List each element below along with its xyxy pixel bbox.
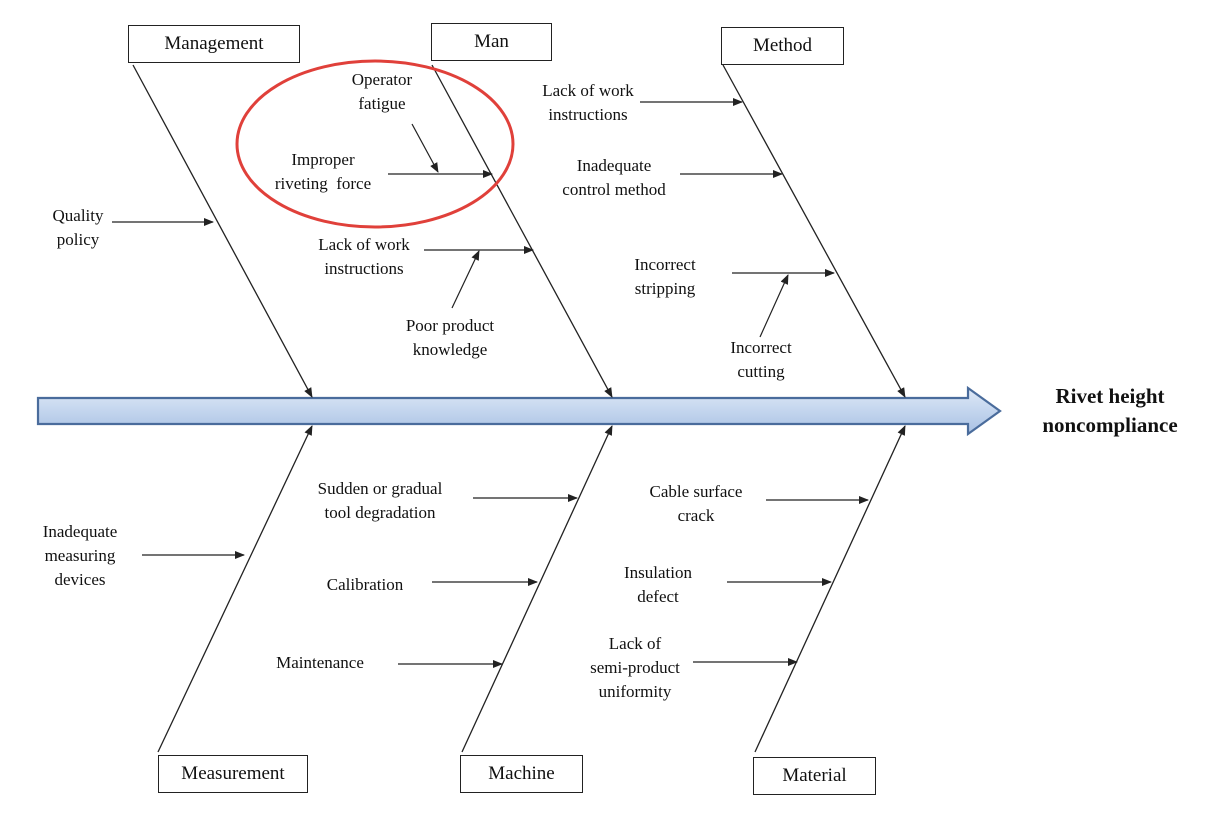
cause-line: uniformity [598, 682, 672, 701]
cause-maintenance: Maintenance [250, 651, 390, 675]
cause-incorrect-cutting: Incorrect cutting [706, 336, 816, 384]
cause-tool-degradation: Sudden or gradual tool degradation [290, 477, 470, 525]
effect-line-1: Rivet height [1055, 384, 1165, 408]
cause-line: Lack of [608, 634, 662, 653]
cause-line: Improper [291, 150, 355, 169]
cause-line: semi-product [590, 658, 680, 677]
arrow-poor-product-knowledge [451, 250, 480, 309]
bone-measurement [157, 425, 313, 753]
cause-line: Lack of work [318, 235, 410, 254]
cause-inadequate-control-method: Inadequate control method [544, 154, 684, 202]
effect-label: Rivet height noncompliance [1020, 382, 1200, 440]
cause-line: Incorrect [730, 338, 792, 357]
cause-line: Insulation [624, 563, 692, 582]
cause-line: Maintenance [276, 653, 364, 672]
cause-inadequate-measuring-devices: Inadequate measuring devices [20, 520, 140, 592]
cause-lack-work-instructions-method: Lack of work instructions [518, 79, 658, 127]
category-management: Management [128, 25, 300, 63]
cause-line: riveting force [274, 174, 372, 193]
spine-arrow [36, 385, 1002, 437]
cause-line: control method [562, 180, 666, 199]
cause-cable-surface-crack: Cable surface crack [626, 480, 766, 528]
cause-line: Inadequate [42, 522, 118, 541]
cause-line: crack [677, 506, 715, 525]
cause-line: Quality [52, 206, 104, 225]
cause-line: Operator [351, 70, 413, 89]
cause-semi-product-uniformity: Lack of semi-product uniformity [574, 632, 696, 704]
cause-line: measuring [44, 546, 116, 565]
category-method: Method [721, 27, 844, 65]
arrow-operator-fatigue [411, 123, 439, 173]
cause-poor-product-knowledge: Poor product knowledge [382, 314, 518, 362]
cause-operator-fatigue: Operator fatigue [322, 68, 442, 116]
category-machine: Machine [460, 755, 583, 793]
bone-material [754, 425, 906, 753]
category-man: Man [431, 23, 552, 61]
cause-line: instructions [324, 259, 404, 278]
arrow-incorrect-cutting [759, 274, 789, 338]
category-measurement: Measurement [158, 755, 308, 793]
cause-insulation-defect: Insulation defect [600, 561, 716, 609]
cause-line: Lack of work [542, 81, 634, 100]
bone-man [431, 64, 613, 398]
cause-line: Inadequate [576, 156, 652, 175]
cause-line: Cable surface [649, 482, 743, 501]
cause-line: Poor product [405, 316, 495, 335]
cause-line: cutting [737, 362, 785, 381]
bone-method [722, 64, 906, 398]
cause-line: Calibration [326, 575, 404, 594]
cause-line: Sudden or gradual [317, 479, 443, 498]
cause-line: defect [637, 587, 679, 606]
bone-management [132, 64, 313, 398]
cause-calibration: Calibration [300, 573, 430, 597]
category-material: Material [753, 757, 876, 795]
cause-line: policy [56, 230, 100, 249]
cause-improper-riveting-force: Improper riveting force [258, 148, 388, 196]
cause-line: tool degradation [324, 503, 436, 522]
cause-incorrect-stripping: Incorrect stripping [610, 253, 720, 301]
cause-line: knowledge [412, 340, 488, 359]
bone-machine [461, 425, 613, 753]
cause-quality-policy: Quality policy [28, 204, 128, 252]
cause-line: Incorrect [634, 255, 696, 274]
cause-line: fatigue [358, 94, 406, 113]
cause-line: instructions [548, 105, 628, 124]
effect-line-2: noncompliance [1042, 413, 1178, 437]
highlight-circle [235, 59, 515, 229]
cause-line: stripping [634, 279, 696, 298]
cause-line: devices [54, 570, 106, 589]
cause-lack-work-instructions-man: Lack of work instructions [294, 233, 434, 281]
